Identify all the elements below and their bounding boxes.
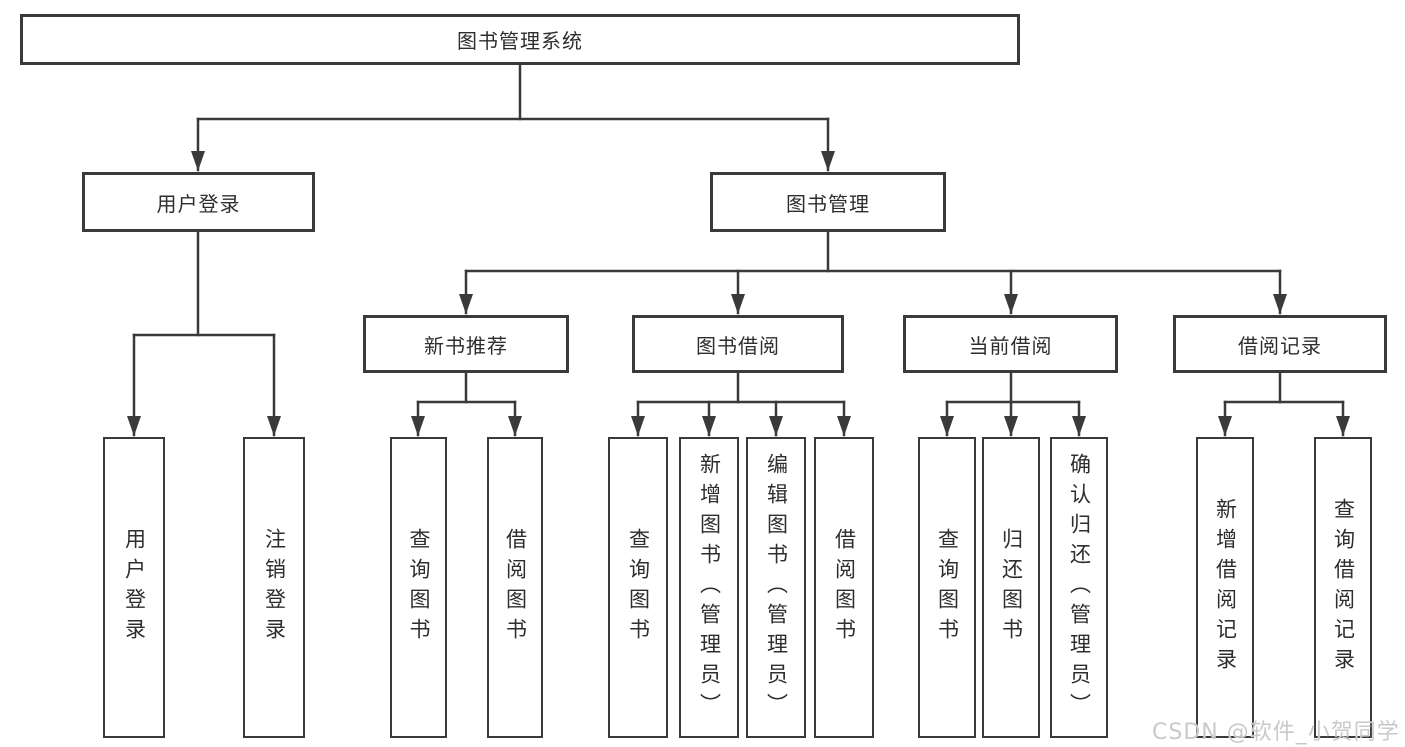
leaf-add-borrow-record: 新增借阅记录	[1196, 437, 1254, 738]
node-book-management-label: 图书管理	[786, 191, 870, 216]
leaf-return-books: 归还图书	[982, 437, 1040, 738]
leaf-logout-label: 注销登录	[262, 527, 287, 648]
leaf-borrow-books: 借阅图书	[814, 437, 874, 738]
node-borrowing-records: 借阅记录	[1173, 315, 1387, 373]
leaf-user-login-label: 用户登录	[122, 527, 147, 648]
node-user-login-label: 用户登录	[156, 191, 241, 216]
leaf-logout: 注销登录	[243, 437, 305, 738]
leaf-confirm-return-admin-label: 确认归还（管理员）	[1067, 452, 1092, 723]
node-library-system: 图书管理系统	[20, 14, 1020, 65]
leaf-confirm-return-admin: 确认归还（管理员）	[1050, 437, 1108, 738]
node-new-book-recommend: 新书推荐	[363, 315, 569, 373]
node-new-book-recommend-label: 新书推荐	[424, 333, 508, 358]
leaf-add-borrow-record-label: 新增借阅记录	[1213, 497, 1238, 678]
node-book-management: 图书管理	[710, 172, 946, 232]
leaf-add-book-admin: 新增图书（管理员）	[679, 437, 739, 738]
leaf-query-books-recommend: 查询图书	[390, 437, 447, 738]
node-library-system-label: 图书管理系统	[457, 29, 583, 53]
node-current-borrowing-label: 当前借阅	[968, 333, 1053, 358]
leaf-query-books-current-label: 查询图书	[935, 527, 960, 648]
node-book-borrowing-label: 图书借阅	[696, 333, 780, 358]
leaf-add-book-admin-label: 新增图书（管理员）	[697, 452, 722, 723]
leaf-edit-book-admin: 编辑图书（管理员）	[746, 437, 806, 738]
leaf-query-books-current: 查询图书	[918, 437, 976, 738]
leaf-query-borrow-record-label: 查询借阅记录	[1331, 497, 1356, 678]
leaf-query-books-borrowing-label: 查询图书	[626, 527, 651, 648]
node-borrowing-records-label: 借阅记录	[1238, 333, 1322, 358]
csdn-watermark: CSDN @软件_小贺同学	[1152, 720, 1400, 745]
node-book-borrowing: 图书借阅	[632, 315, 844, 373]
leaf-return-books-label: 归还图书	[999, 527, 1024, 648]
leaf-user-login: 用户登录	[103, 437, 165, 738]
leaf-query-borrow-record: 查询借阅记录	[1314, 437, 1372, 738]
leaf-query-books-borrowing: 查询图书	[608, 437, 668, 738]
leaf-borrow-books-recommend-label: 借阅图书	[503, 527, 528, 648]
leaf-query-books-recommend-label: 查询图书	[407, 527, 431, 648]
leaf-borrow-books-label: 借阅图书	[832, 527, 857, 648]
node-user-login: 用户登录	[82, 172, 315, 232]
node-current-borrowing: 当前借阅	[903, 315, 1118, 373]
leaf-edit-book-admin-label: 编辑图书（管理员）	[764, 452, 789, 723]
leaf-borrow-books-recommend: 借阅图书	[487, 437, 543, 738]
